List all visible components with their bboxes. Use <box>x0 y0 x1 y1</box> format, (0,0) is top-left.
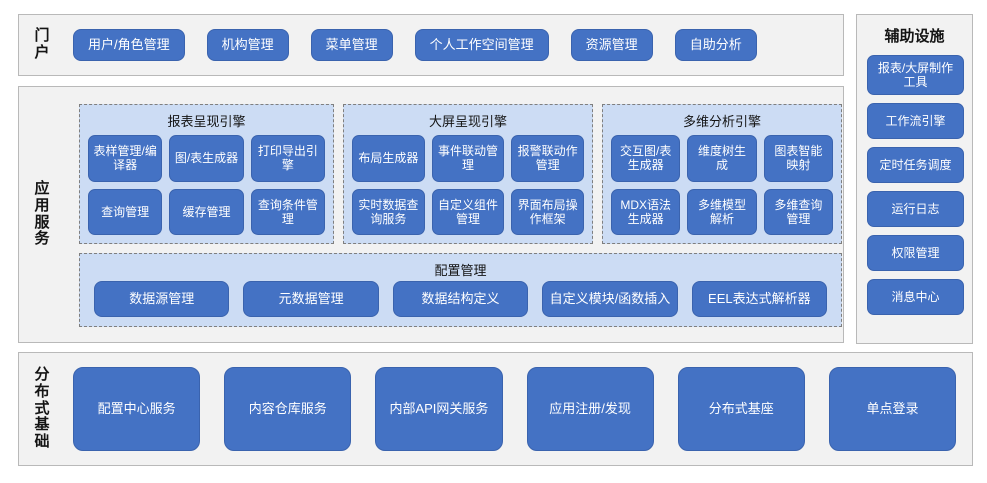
multidimensional-analysis-engine-items: 交互图/表生成器 维度树生成 图表智能映射 MDX语法生成器 多维模型解析 多维… <box>611 135 833 235</box>
engine2-item-alarm-action-management[interactable]: 报警联动作管理 <box>511 135 584 182</box>
portal-item-org[interactable]: 机构管理 <box>206 29 289 61</box>
report-rendering-engine-group: 报表呈现引擎 表样管理/编译器 图/表生成器 打印导出引擎 查询管理 缓存管理 … <box>79 104 334 244</box>
config-item-custom-module-function[interactable]: 自定义模块/函数插入 <box>542 280 678 317</box>
config-item-data-structure-definition[interactable]: 数据结构定义 <box>392 280 529 317</box>
portal-item-self-analysis[interactable]: 自助分析 <box>674 29 757 61</box>
bigscreen-rendering-engine-group: 大屏呈现引擎 布局生成器 事件联动管理 报警联动作管理 实时数据查询服务 自定义… <box>343 104 593 244</box>
configuration-management-title: 配置管理 <box>434 263 487 278</box>
aux-item-runtime-log[interactable]: 运行日志 <box>867 191 964 227</box>
engine3-item-dimension-tree-generation[interactable]: 维度树生成 <box>687 135 757 182</box>
engine1-item-query-condition-management[interactable]: 查询条件管理 <box>250 188 325 235</box>
engine3-item-chart-smart-mapping[interactable]: 图表智能映射 <box>763 135 833 182</box>
application-services-row-label-text: 应用服务 <box>34 179 50 248</box>
distributed-base-panel: 分布式基础 配置中心服务 内容仓库服务 内部API网关服务 应用注册/发现 分布… <box>18 352 973 466</box>
portal-item-user-role[interactable]: 用户/角色管理 <box>73 29 185 61</box>
application-services-row-label: 应用服务 <box>19 87 65 342</box>
report-rendering-engine-title: 报表呈现引擎 <box>167 114 246 129</box>
portal-item-menu[interactable]: 菜单管理 <box>310 29 393 61</box>
multidimensional-analysis-engine-group: 多维分析引擎 交互图/表生成器 维度树生成 图表智能映射 MDX语法生成器 多维… <box>602 104 842 244</box>
engine2-item-layout-generator[interactable]: 布局生成器 <box>352 135 425 182</box>
portal-row-label: 门户 <box>19 15 65 75</box>
engine1-item-print-export-engine[interactable]: 打印导出引擎 <box>250 135 325 182</box>
config-item-datasource-management[interactable]: 数据源管理 <box>94 280 230 317</box>
aux-item-report-bigscreen-tool[interactable]: 报表/大屏制作工具 <box>867 55 964 95</box>
engine2-item-custom-component-management[interactable]: 自定义组件管理 <box>431 188 505 235</box>
config-item-eel-expression-parser[interactable]: EEL表达式解析器 <box>691 280 828 317</box>
portal-button-group: 用户/角色管理 机构管理 菜单管理 个人工作空间管理 资源管理 自助分析 <box>73 15 835 75</box>
engine3-item-interactive-chart-generator[interactable]: 交互图/表生成器 <box>611 135 681 182</box>
report-rendering-engine-items: 表样管理/编译器 图/表生成器 打印导出引擎 查询管理 缓存管理 查询条件管理 <box>88 135 325 235</box>
base-item-distributed-foundation[interactable]: 分布式基座 <box>677 367 805 451</box>
distributed-base-row-label-text: 分布式基础 <box>34 366 50 451</box>
engine3-item-multidimensional-model-parsing[interactable]: 多维模型解析 <box>687 188 757 235</box>
base-item-config-center-service[interactable]: 配置中心服务 <box>73 367 201 451</box>
engine1-item-chart-table-generator[interactable]: 图/表生成器 <box>169 135 244 182</box>
base-item-app-registry-discovery[interactable]: 应用注册/发现 <box>526 367 654 451</box>
config-item-metadata-management[interactable]: 元数据管理 <box>243 280 379 317</box>
portal-row-label-text: 门户 <box>34 27 50 61</box>
aux-item-message-center[interactable]: 消息中心 <box>867 279 964 315</box>
engine2-item-ui-layout-framework[interactable]: 界面布局操作框架 <box>511 188 584 235</box>
bigscreen-rendering-engine-items: 布局生成器 事件联动管理 报警联动作管理 实时数据查询服务 自定义组件管理 界面… <box>352 135 584 235</box>
aux-item-workflow-engine[interactable]: 工作流引擎 <box>867 103 964 139</box>
engine3-item-multidimensional-query-management[interactable]: 多维查询管理 <box>763 188 833 235</box>
engine3-item-mdx-syntax-generator[interactable]: MDX语法生成器 <box>611 188 681 235</box>
engine1-item-template-compiler[interactable]: 表样管理/编译器 <box>88 135 163 182</box>
auxiliary-facilities-title: 辅助设施 <box>884 28 945 45</box>
application-services-panel: 应用服务 报表呈现引擎 表样管理/编译器 图/表生成器 打印导出引擎 查询管理 … <box>18 86 844 343</box>
aux-item-scheduled-task[interactable]: 定时任务调度 <box>867 147 964 183</box>
engine1-item-query-management[interactable]: 查询管理 <box>88 188 163 235</box>
distributed-base-row-label: 分布式基础 <box>19 353 65 465</box>
portal-panel: 门户 用户/角色管理 机构管理 菜单管理 个人工作空间管理 资源管理 自助分析 <box>18 14 844 76</box>
base-item-single-sign-on[interactable]: 单点登录 <box>828 367 957 451</box>
base-item-content-repository-service[interactable]: 内容仓库服务 <box>224 367 352 451</box>
auxiliary-facilities-list: 报表/大屏制作工具 工作流引擎 定时任务调度 运行日志 权限管理 消息中心 <box>867 55 964 315</box>
aux-item-permission-management[interactable]: 权限管理 <box>867 235 964 271</box>
configuration-management-items: 数据源管理 元数据管理 数据结构定义 自定义模块/函数插入 EEL表达式解析器 <box>94 280 828 317</box>
multidimensional-analysis-engine-title: 多维分析引擎 <box>682 114 761 129</box>
configuration-management-group: 配置管理 数据源管理 元数据管理 数据结构定义 自定义模块/函数插入 EEL表达… <box>79 253 842 327</box>
base-item-internal-api-gateway-service[interactable]: 内部API网关服务 <box>375 367 503 451</box>
portal-item-resource[interactable]: 资源管理 <box>570 29 653 61</box>
engine2-item-event-linkage-management[interactable]: 事件联动管理 <box>431 135 505 182</box>
engine1-item-cache-management[interactable]: 缓存管理 <box>169 188 244 235</box>
portal-item-workspace[interactable]: 个人工作空间管理 <box>414 29 549 61</box>
bigscreen-rendering-engine-title: 大屏呈现引擎 <box>428 114 507 129</box>
distributed-base-items: 配置中心服务 内容仓库服务 内部API网关服务 应用注册/发现 分布式基座 单点… <box>73 367 957 451</box>
auxiliary-facilities-panel: 辅助设施 报表/大屏制作工具 工作流引擎 定时任务调度 运行日志 权限管理 消息… <box>856 14 973 344</box>
engine2-item-realtime-data-query-service[interactable]: 实时数据查询服务 <box>352 188 425 235</box>
